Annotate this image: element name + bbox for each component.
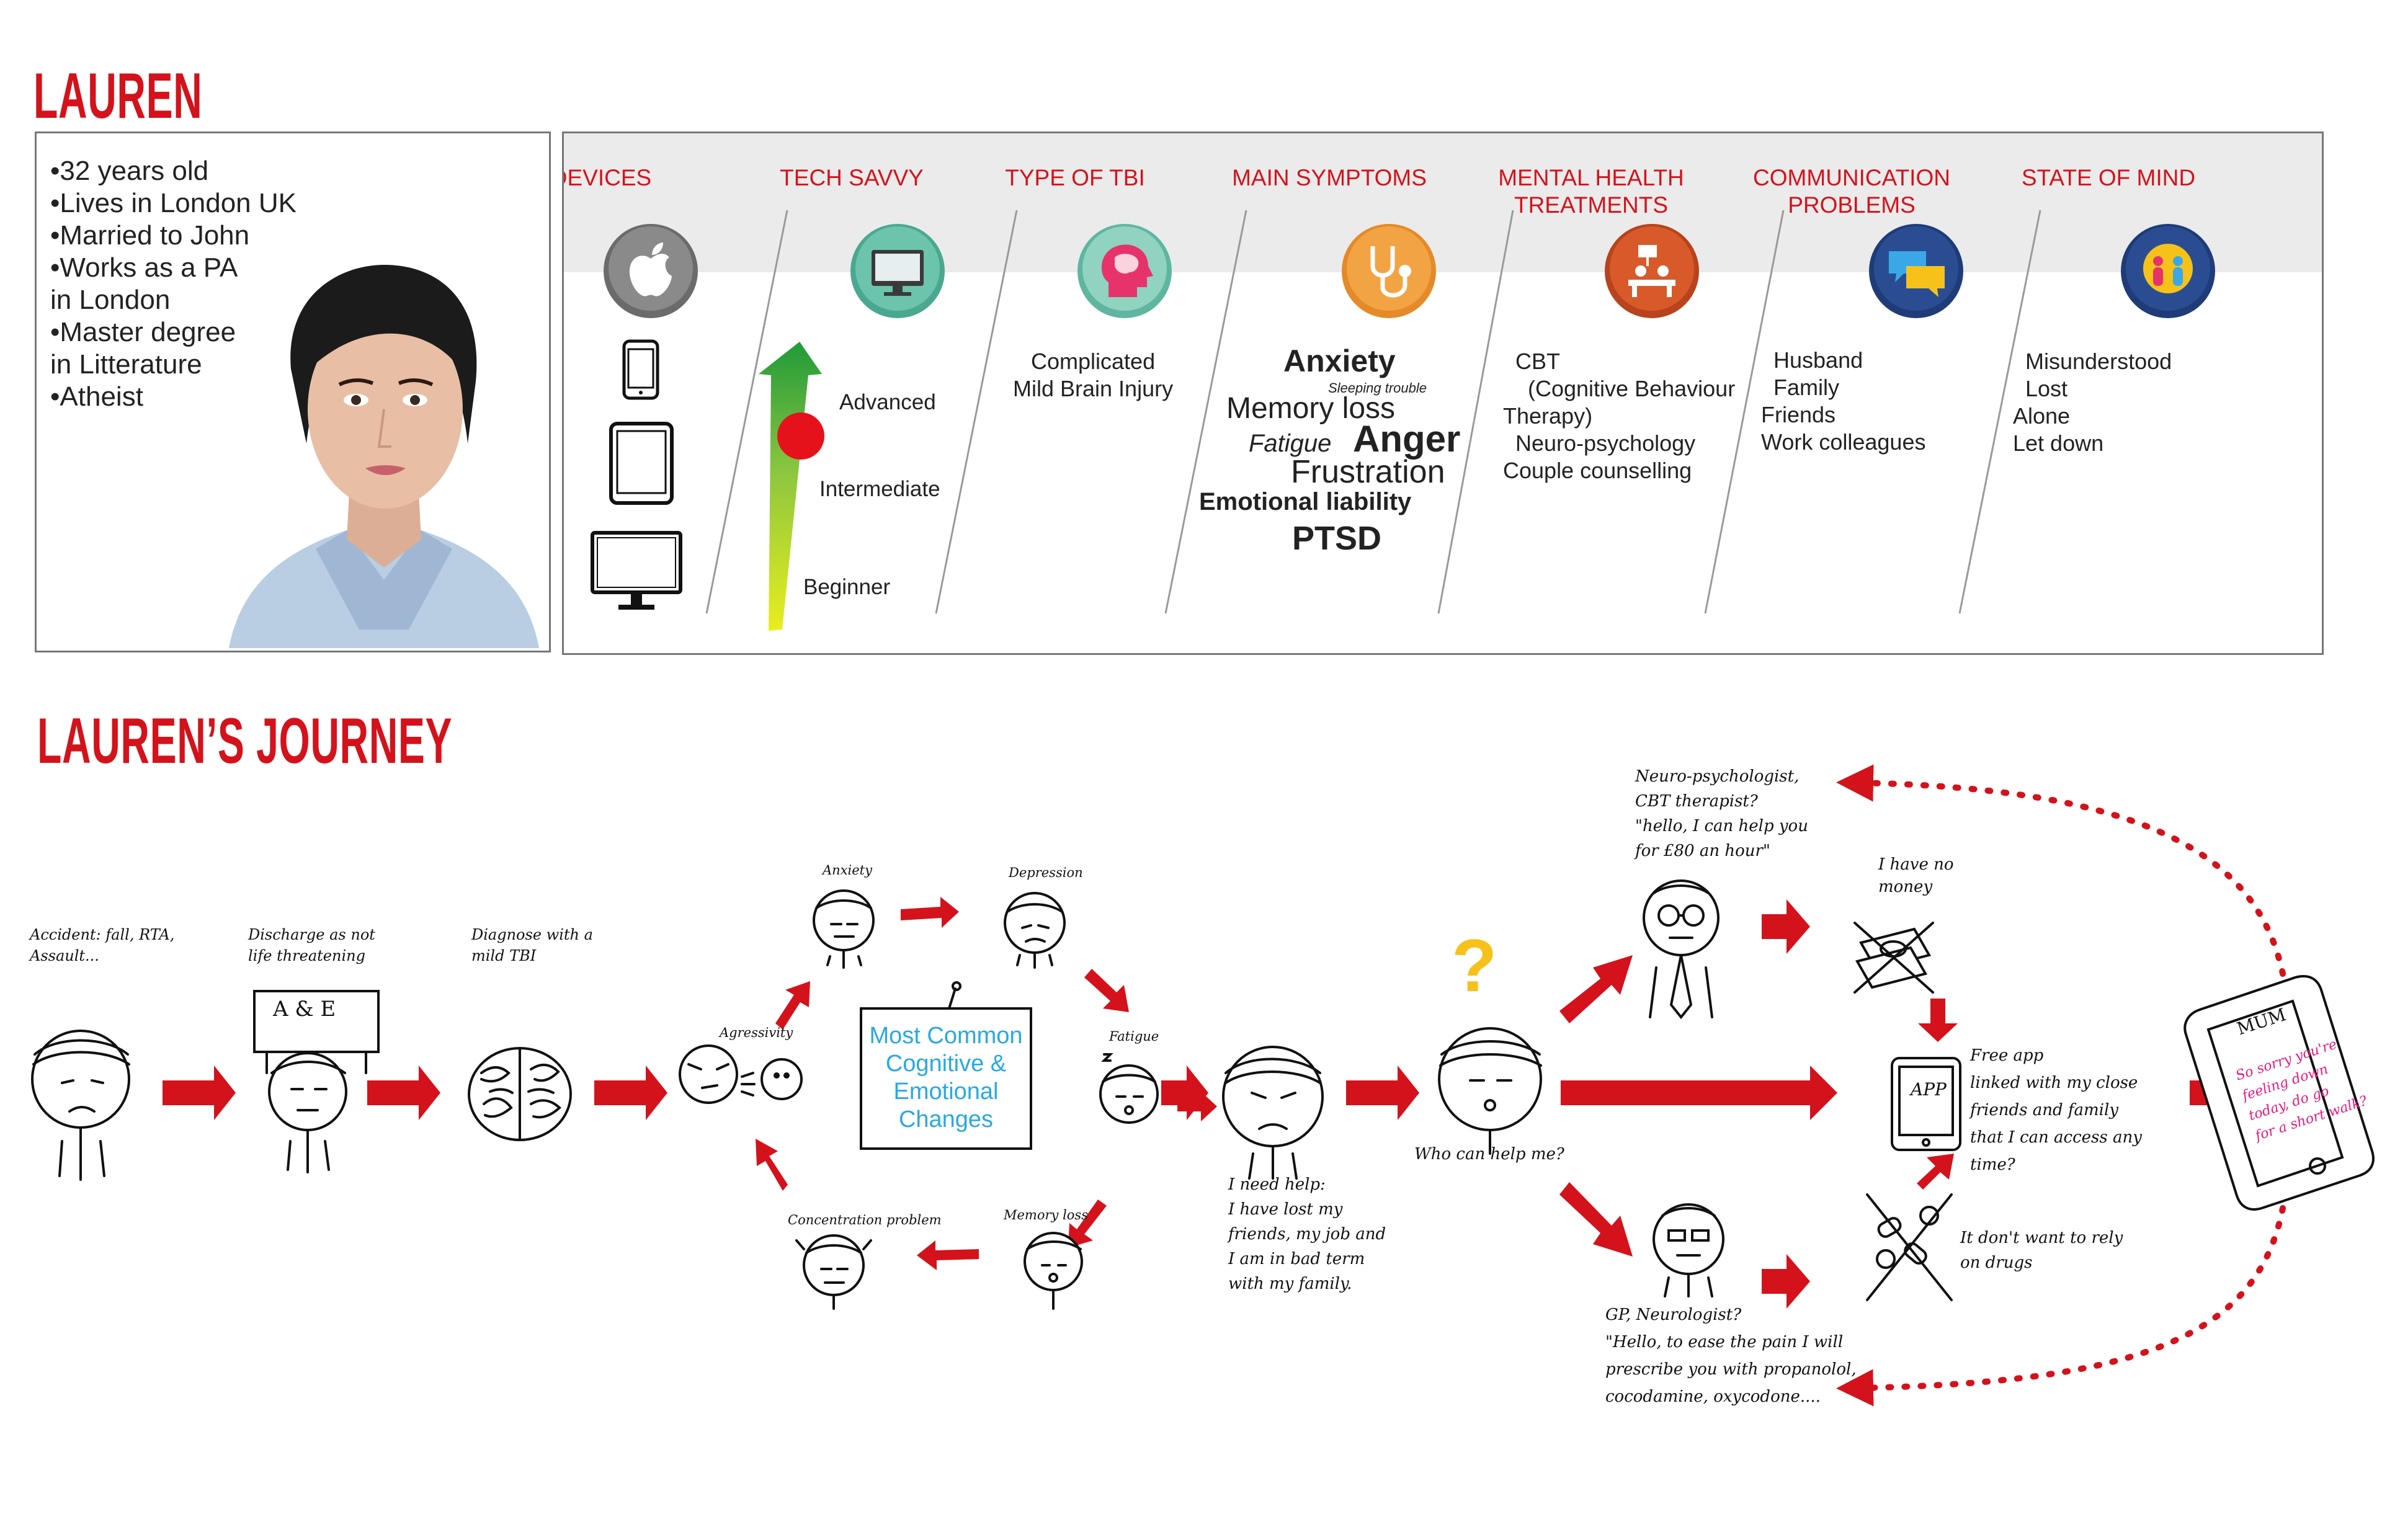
bio-line: •Married to John <box>50 220 250 251</box>
no-drugs-caption: It don't want to rely on drugs <box>1960 1229 2123 1272</box>
discharge-caption: Discharge as not life threatening <box>248 926 375 964</box>
anxiety-figure <box>813 889 875 969</box>
state-of-mind-text: Misunderstood Lost Alone Let down <box>2013 349 2172 456</box>
tech-savvy-arrow <box>759 342 822 631</box>
persona-card: •32 years old •Lives in London UK •Marri… <box>35 131 551 652</box>
level-intermediate: Intermediate <box>819 477 940 501</box>
label-memory-loss: Memory loss <box>1004 1208 1088 1222</box>
ae-figure <box>253 990 380 1173</box>
who-can-help-figure <box>1438 1027 1542 1155</box>
symptoms-heading: MAIN SYMPTOMS <box>1232 165 1427 190</box>
bio-line: •Master degree <box>50 317 236 347</box>
journey-title: LAUREN’S JOURNEY <box>37 705 453 777</box>
communication-text: Husband Family Friends Work colleagues <box>1761 347 1926 455</box>
desktop-monitor-icon <box>591 531 682 610</box>
no-money-caption: I have no money <box>1878 855 1954 896</box>
label-agressivity: Agressivity <box>720 1025 793 1040</box>
neuro-psychologist-figure <box>1643 879 1720 1020</box>
gp-figure <box>1653 1203 1724 1297</box>
symptom-anxiety: Anxiety <box>1283 344 1396 378</box>
people-icon <box>2121 224 2215 318</box>
bio-line: •32 years old <box>50 156 209 186</box>
tbi-type-heading: TYPE OF TBI <box>1005 165 1145 190</box>
who-can-help-caption: Who can help me? <box>1414 1145 1564 1164</box>
skill-level-marker <box>777 412 824 460</box>
bio-line: •Lives in London UK <box>50 188 297 218</box>
symptom-fatigue: Fatigue <box>1249 430 1332 457</box>
symptom-frustration: Frustration <box>1291 454 1445 490</box>
cycle-box <box>860 1007 1032 1150</box>
column-dividers <box>705 210 2041 614</box>
ae-sign: A & E <box>273 997 336 1021</box>
app-tablet-sketch <box>1891 1057 1961 1151</box>
symptom-ptsd: PTSD <box>1292 520 1382 557</box>
free-app-caption: Free app linked with my close friends an… <box>1970 1046 2142 1174</box>
label-fatigue: Fatigue <box>1109 1029 1159 1044</box>
gp-quote: GP, Neurologist? "Hello, to ease the pai… <box>1605 1306 1857 1406</box>
need-help-caption: I need help: I have lost my friends, my … <box>1228 1175 1386 1293</box>
accident-caption: Accident: fall, RTA, Assault... <box>30 926 175 964</box>
app-label: APP <box>1911 1079 1947 1100</box>
need-help-figure <box>1222 1046 1324 1180</box>
bio-line: •Works as a PA <box>50 252 238 283</box>
question-mark: ? <box>1452 924 1497 1007</box>
drugs-sketch <box>1866 1193 1953 1301</box>
diagnose-caption: Diagnose with a mild TBI <box>471 926 593 964</box>
money-sketch <box>1853 922 1934 994</box>
tablet-icon <box>609 422 674 505</box>
concentration-figure <box>795 1234 872 1310</box>
treatments-text: CBT (Cognitive Behaviour Therapy) Neuro-… <box>1503 349 1736 483</box>
bio-line: in London <box>50 285 171 315</box>
tbi-type-text: Complicated Mild Brain Injury <box>1013 349 1174 401</box>
treatments-heading: MENTAL HEALTH TREATMENTS <box>1498 165 1684 218</box>
symptom-sleeping-trouble: Sleeping trouble <box>1328 380 1427 396</box>
bio-line: •Atheist <box>50 381 143 412</box>
persona-photo <box>229 264 539 648</box>
communication-heading: COMMUNICATION PROBLEMS <box>1753 165 1950 218</box>
smartphone-icon <box>622 339 659 400</box>
agressivity-figure <box>679 1044 803 1104</box>
level-advanced: Advanced <box>839 390 936 414</box>
brain-head-icon <box>1077 224 1172 318</box>
therapy-session-icon <box>1605 224 1699 318</box>
symptom-anger: Anger <box>1353 418 1461 460</box>
depression-figure <box>1004 892 1066 969</box>
symptom-memory-loss: Memory loss <box>1226 392 1396 425</box>
tech-savvy-heading: TECH SAVVY <box>780 165 924 190</box>
mum-phone-sketch <box>2184 975 2375 1211</box>
fatigue-figure <box>1099 1053 1159 1124</box>
symptom-emotional-liability: Emotional liability <box>1199 488 1412 515</box>
state-of-mind-heading: STATE OF MIND <box>2021 165 2196 190</box>
stethoscope-icon <box>1342 224 1436 318</box>
devices-heading: DEVICES <box>564 165 652 190</box>
monitor-icon <box>850 224 945 318</box>
level-beginner: Beginner <box>803 575 891 599</box>
brain-sketch <box>468 1047 572 1141</box>
apple-icon <box>604 224 698 318</box>
chat-bubbles-icon <box>1869 224 1963 318</box>
memory-loss-figure <box>1024 1232 1083 1310</box>
bio-line: in Litterature <box>50 349 202 380</box>
label-concentration: Concentration problem <box>788 1213 942 1227</box>
accident-figure <box>31 1030 130 1181</box>
cycle-center-text: Most Common Cognitive & Emotional Change… <box>869 1023 1023 1133</box>
attributes-panel: DEVICES TECH SAVVY TYPE OF TBI MAIN SYMP… <box>562 131 2324 655</box>
label-depression: Depression <box>1009 865 1083 880</box>
neuro-quote: Neuro-psychologist, CBT therapist? "hell… <box>1635 767 1808 860</box>
persona-name: LAUREN <box>33 60 203 132</box>
label-anxiety: Anxiety <box>823 863 872 878</box>
